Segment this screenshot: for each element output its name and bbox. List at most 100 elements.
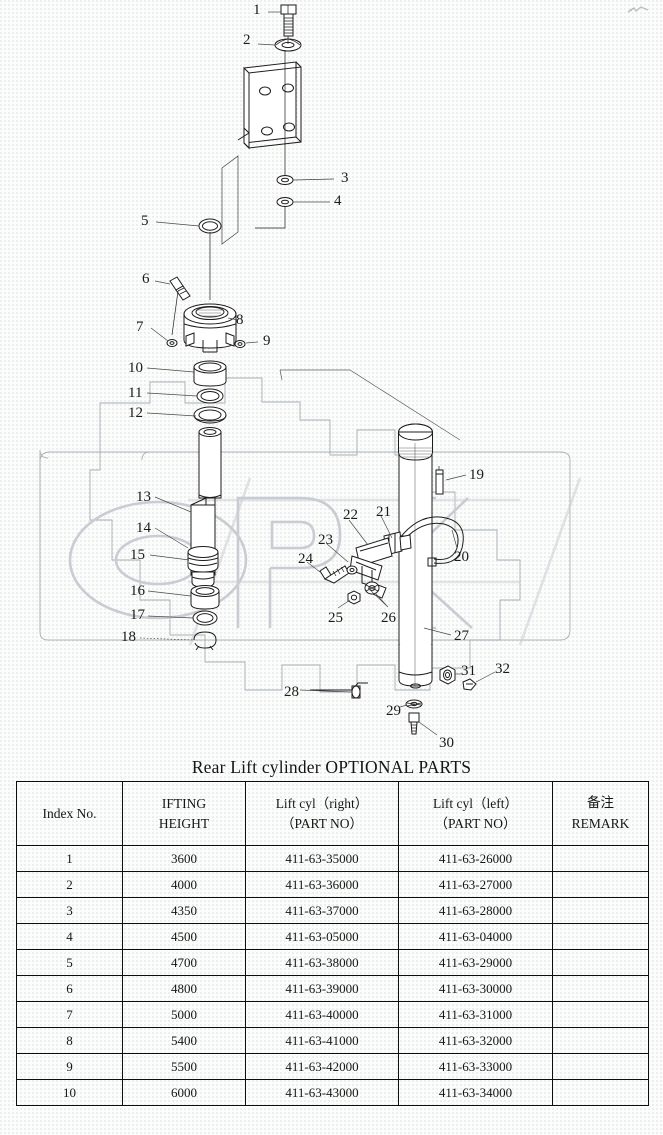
cell-index: 9 bbox=[16, 1053, 123, 1080]
cell-index: 2 bbox=[16, 871, 123, 898]
callout-30: 30 bbox=[439, 735, 454, 751]
callout-31: 31 bbox=[461, 663, 476, 679]
header-remark-line2: REMARK bbox=[571, 815, 630, 831]
header-left-line2: （PART NO） bbox=[434, 815, 517, 831]
callout-32: 32 bbox=[495, 661, 510, 677]
part-5-oring bbox=[198, 218, 222, 234]
cell-right: 411-63-05000 bbox=[245, 923, 399, 950]
cell-height: 3600 bbox=[122, 845, 246, 872]
construction-lines bbox=[209, 36, 289, 300]
background-frame bbox=[39, 449, 571, 641]
cell-height: 4000 bbox=[122, 871, 246, 898]
cell-index: 7 bbox=[16, 1001, 123, 1028]
diagram-svg: .ln { fill:none; stroke:#1d1d1d; stroke-… bbox=[39, 4, 582, 736]
part-27-cylinder-tube bbox=[398, 423, 433, 689]
cell-remark bbox=[552, 897, 649, 924]
table-header: Index No. IFTING HEIGHT Lift cyl（right） … bbox=[16, 781, 649, 846]
part-10-bushing bbox=[193, 360, 227, 387]
callout-20: 20 bbox=[454, 549, 469, 565]
header-remark: 备注 REMARK bbox=[552, 781, 649, 846]
callout-23: 23 bbox=[318, 532, 333, 548]
cell-left: 411-63-28000 bbox=[398, 897, 553, 924]
callout-10: 10 bbox=[128, 360, 143, 376]
cell-remark bbox=[552, 1079, 649, 1106]
cell-remark bbox=[552, 975, 649, 1002]
callout-28: 28 bbox=[284, 684, 299, 700]
cell-index: 3 bbox=[16, 897, 123, 924]
cell-left: 411-63-30000 bbox=[398, 975, 553, 1002]
part-8-cylinder-head bbox=[183, 303, 237, 353]
part-9-plug bbox=[234, 340, 246, 348]
cell-left: 411-63-27000 bbox=[398, 871, 553, 898]
cell-index: 5 bbox=[16, 949, 123, 976]
header-remark-line1: 备注 bbox=[587, 795, 614, 812]
part-11-oring bbox=[196, 388, 224, 404]
callout-7: 7 bbox=[136, 319, 144, 335]
cell-remark bbox=[552, 1027, 649, 1054]
optional-parts-table: Index No. IFTING HEIGHT Lift cyl（right） … bbox=[16, 781, 649, 1106]
cell-height: 4350 bbox=[122, 897, 246, 924]
callout-24: 24 bbox=[298, 551, 313, 567]
callout-19: 19 bbox=[469, 467, 484, 483]
part-24-bolt bbox=[319, 565, 358, 584]
part-19-bracket-clip bbox=[435, 466, 444, 495]
callout-2: 2 bbox=[243, 32, 251, 48]
callout-15: 15 bbox=[130, 547, 145, 563]
callout-8: 8 bbox=[236, 312, 244, 328]
cell-height: 5400 bbox=[122, 1027, 246, 1054]
cell-height: 4800 bbox=[122, 975, 246, 1002]
callout-18: 18 bbox=[121, 629, 136, 645]
part-26-washer bbox=[364, 581, 380, 595]
page-title: Rear Lift cylinder OPTIONAL PARTS bbox=[191, 757, 472, 777]
callout-21: 21 bbox=[376, 504, 391, 520]
part-30-bolt bbox=[408, 712, 420, 735]
callout-12: 12 bbox=[128, 405, 143, 421]
header-lift-cyl-right: Lift cyl（right） （PART NO） bbox=[245, 781, 399, 846]
cell-height: 5500 bbox=[122, 1053, 246, 1080]
part-14-15-piston bbox=[187, 546, 219, 588]
cell-right: 411-63-40000 bbox=[245, 1001, 399, 1028]
callout-1: 1 bbox=[253, 2, 261, 18]
callout-9: 9 bbox=[263, 333, 271, 349]
callout-17: 17 bbox=[130, 607, 145, 623]
cell-remark bbox=[552, 923, 649, 950]
cell-right: 411-63-39000 bbox=[245, 975, 399, 1002]
cell-remark bbox=[552, 949, 649, 976]
part-1-bolt bbox=[280, 4, 297, 37]
header-index-no: Index No. bbox=[16, 781, 123, 846]
cell-right: 411-63-38000 bbox=[245, 949, 399, 976]
callout-11: 11 bbox=[128, 385, 143, 401]
parts-table-container: Index No. IFTING HEIGHT Lift cyl（right） … bbox=[16, 781, 649, 1106]
part-18-snap-ring bbox=[193, 631, 217, 651]
callout-26: 26 bbox=[381, 610, 396, 626]
part-17-oring bbox=[192, 610, 218, 626]
cell-remark bbox=[552, 1053, 649, 1080]
cell-remark bbox=[552, 871, 649, 898]
callout-22: 22 bbox=[343, 507, 358, 523]
cell-left: 411-63-32000 bbox=[398, 1027, 553, 1054]
cell-right: 411-63-41000 bbox=[245, 1027, 399, 1054]
part-12-backup-ring bbox=[193, 406, 227, 424]
part-25-nut bbox=[347, 590, 361, 605]
header-lifting-height: IFTING HEIGHT bbox=[122, 781, 246, 846]
header-index-line1: Index No. bbox=[42, 805, 97, 821]
header-height-line2: HEIGHT bbox=[158, 815, 210, 831]
scan-artifact-mark bbox=[627, 6, 649, 13]
cell-index: 10 bbox=[16, 1079, 123, 1106]
mounting-bracket-plate bbox=[237, 61, 302, 150]
cell-right: 411-63-37000 bbox=[245, 897, 399, 924]
part-6-setscrew bbox=[169, 276, 191, 336]
part-31-fitting bbox=[439, 665, 456, 685]
header-lift-cyl-left: Lift cyl（left） （PART NO） bbox=[398, 781, 553, 846]
callout-6: 6 bbox=[142, 271, 150, 287]
callout-13: 13 bbox=[136, 489, 151, 505]
